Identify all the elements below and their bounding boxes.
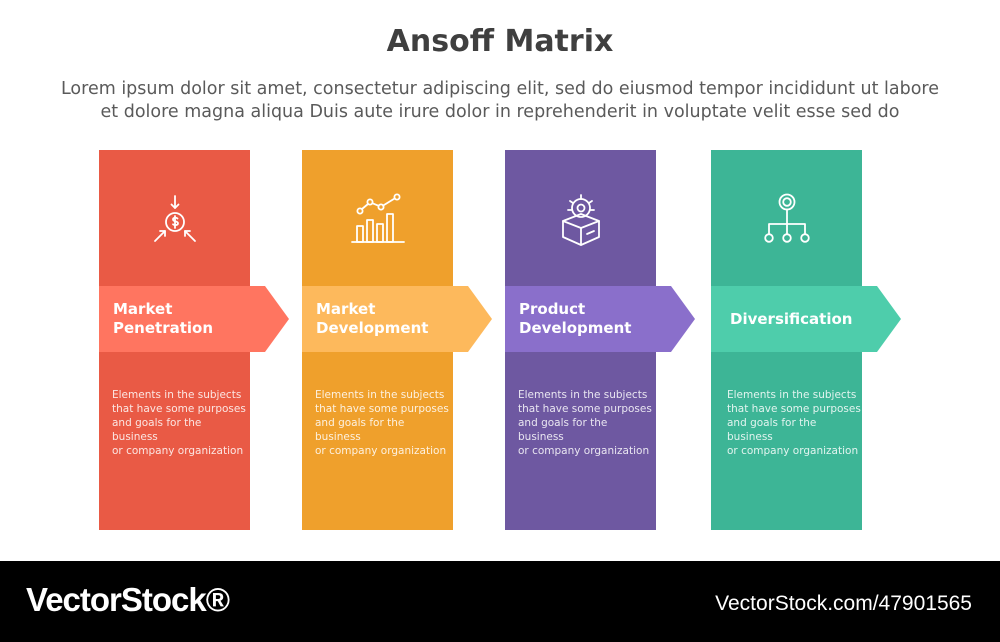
label-line: Development <box>316 319 429 337</box>
desc-line: and goals for the business <box>518 417 608 443</box>
box-gear-icon <box>505 190 656 250</box>
label-line: Penetration <box>113 319 214 337</box>
desc-line: or company organization <box>112 445 244 457</box>
subtitle-line: et dolore magna aliqua Duis aute irure d… <box>100 102 900 122</box>
subtitle-line: Lorem ipsum dolor sit amet, consectetur … <box>60 79 940 99</box>
desc-line: and goals for the business <box>727 417 817 443</box>
desc-line: Elements in the subjects <box>315 389 445 401</box>
label-line: Market <box>316 300 376 318</box>
label-line: Product <box>519 300 586 318</box>
image-id: VectorStock.com/47901565 <box>715 592 972 615</box>
arrow-shape <box>99 286 289 352</box>
column-diversification: Diversification Elements in the subjects… <box>711 150 901 530</box>
dollar-arrows-icon <box>99 190 250 250</box>
desc-line: that have some purposes <box>518 403 652 415</box>
arrow-shape <box>711 286 901 352</box>
desc-line: or company organization <box>518 445 650 457</box>
desc-line: Elements in the subjects <box>727 389 857 401</box>
label-line: Diversification <box>730 309 853 328</box>
stage-label: Diversification <box>730 286 890 352</box>
brand-logo: VectorStock® <box>26 581 230 618</box>
stage-description: Elements in the subjects that have some … <box>727 388 861 458</box>
page-title: Ansoff Matrix <box>386 24 614 59</box>
desc-line: and goals for the business <box>112 417 202 443</box>
desc-line: that have some purposes <box>112 403 246 415</box>
page-subtitle: Lorem ipsum dolor sit amet, consectetur … <box>40 78 960 124</box>
arrow-shape <box>302 286 492 352</box>
desc-line: that have some purposes <box>315 403 449 415</box>
desc-line: that have some purposes <box>727 403 861 415</box>
desc-line: or company organization <box>727 445 859 457</box>
stage-arrow: Diversification <box>711 286 901 352</box>
hierarchy-icon <box>711 190 862 250</box>
desc-line: and goals for the business <box>315 417 405 443</box>
arrow-shape <box>505 286 695 352</box>
desc-line: Elements in the subjects <box>518 389 648 401</box>
growth-chart-icon <box>302 190 453 250</box>
watermark-footer: VectorStock® VectorStock.com/47901565 <box>0 561 1000 642</box>
stage-description: Elements in the subjects that have some … <box>112 388 246 458</box>
desc-line: or company organization <box>315 445 447 457</box>
label-line: Development <box>519 319 632 337</box>
stage-description: Elements in the subjects that have some … <box>518 388 652 458</box>
desc-line: Elements in the subjects <box>112 389 242 401</box>
stage-description: Elements in the subjects that have some … <box>315 388 449 458</box>
label-line: Market <box>113 300 173 318</box>
